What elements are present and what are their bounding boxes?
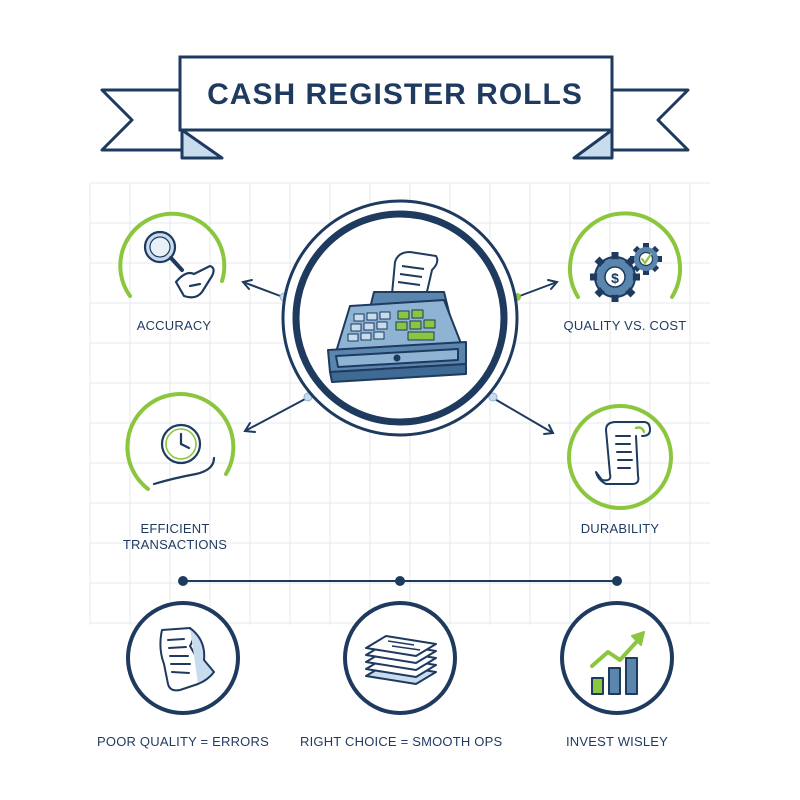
right-choice-node <box>343 601 457 715</box>
durability-node <box>567 404 673 510</box>
invest-node <box>560 601 674 715</box>
accuracy-label: ACCURACY <box>136 318 212 333</box>
receipt-scroll-icon <box>595 421 651 485</box>
poor-quality-label: POOR QUALITY = ERRORS <box>97 734 269 749</box>
efficient-label-line1: EFFICIENT <box>140 521 210 536</box>
growth-chart-icon <box>590 631 645 695</box>
magnifier-icon <box>143 230 215 299</box>
right-choice-label: RIGHT CHOICE = SMOOTH OPS <box>300 734 503 749</box>
quality-cost-node: $ <box>568 211 682 302</box>
crumpled-receipt-icon <box>159 627 215 692</box>
svg-text:$: $ <box>611 270 619 286</box>
invest-label: INVEST WISLEY <box>565 734 669 749</box>
page-title: CASH REGISTER ROLLS <box>207 78 583 111</box>
paper-stack-icon <box>365 635 437 685</box>
clock-icon <box>152 423 216 486</box>
connector-arrows <box>241 279 559 435</box>
bottom-timeline <box>178 576 622 586</box>
gears-dollar-icon: $ <box>590 243 662 302</box>
efficient-label-line2: TRANSACTIONS <box>122 537 228 552</box>
cash-register-icon <box>327 251 467 383</box>
quality-cost-label: QUALITY VS. COST <box>563 318 687 333</box>
efficient-node <box>125 392 236 491</box>
center-node <box>281 199 519 437</box>
poor-quality-node <box>126 601 240 715</box>
accuracy-node <box>118 211 227 299</box>
title-ribbon <box>100 55 690 160</box>
durability-label: DURABILITY <box>580 521 660 536</box>
